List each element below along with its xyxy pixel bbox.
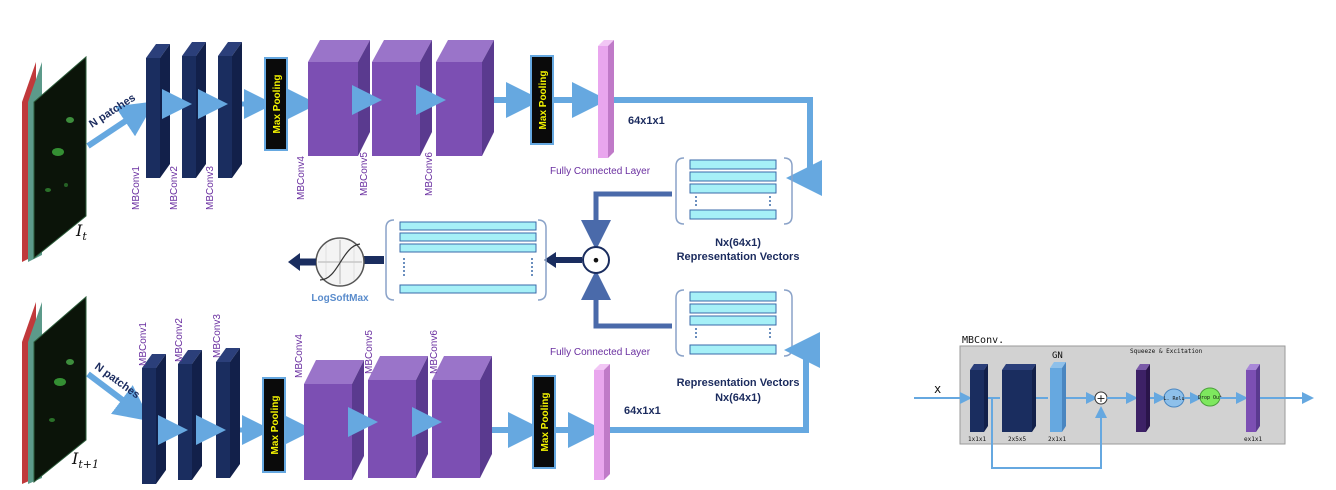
top-vectors-caption-line2: Representation Vectors — [677, 251, 800, 263]
inset-gn-label: GN — [1052, 351, 1063, 361]
mbconv-inset: MBConv. x GN + — [914, 335, 1314, 469]
logsoftmax-node — [315, 237, 365, 287]
bottom-mbconv-3 — [216, 348, 240, 478]
inset-dim-1: 1x1x1 — [968, 436, 986, 443]
bottom-mbconv-4 — [304, 360, 364, 480]
svg-text:Max Pooling: Max Pooling — [538, 71, 549, 130]
inset-skip-connection — [991, 398, 1107, 469]
bottom-frame-label: It+1 — [71, 449, 99, 471]
bottom-fc-connector — [610, 332, 820, 433]
top-vectors-caption-line1: Nx(64x1) — [715, 237, 761, 249]
top-max-pooling-1: Max Pooling — [264, 57, 288, 151]
bottom-max-pooling-2: Max Pooling — [532, 375, 556, 469]
logsoftmax-label: LogSoftMax — [311, 293, 369, 304]
svg-text:Max Pooling: Max Pooling — [272, 75, 283, 134]
bottom-mbconv-4-label: MBConv4 — [294, 334, 305, 378]
bottom-mbconv-6 — [432, 356, 492, 478]
bottom-mbconv-3-label: MBConv3 — [212, 314, 223, 358]
dot-product-node: • — [582, 246, 610, 274]
mbconv-inset-title: MBConv. — [962, 335, 1004, 346]
bottom-fc-label: Fully Connected Layer — [550, 347, 651, 358]
bottom-vectors-caption-line2: Nx(64x1) — [715, 392, 761, 404]
bottom-max-pooling-1: Max Pooling — [262, 377, 286, 473]
svg-text:Max Pooling: Max Pooling — [540, 393, 551, 452]
inset-conv-1x1 — [970, 364, 988, 432]
svg-text:Max Pooling: Max Pooling — [270, 396, 281, 455]
bottom-vectors-caption-line1: Representation Vectors — [677, 377, 800, 389]
inset-conv-5x5 — [1002, 364, 1036, 432]
inset-dim-4: ex1x1 — [1244, 436, 1262, 443]
bottom-mbconv-5-label: MBConv5 — [364, 330, 375, 374]
top-input-frames — [22, 55, 87, 262]
bottom-mbconv-1-label: MBConv1 — [138, 322, 149, 366]
output-vector-stack — [385, 219, 547, 301]
inset-gn-block — [1050, 362, 1066, 432]
bottom-mbconv-6-label: MBConv6 — [429, 330, 440, 374]
inset-dim-2: 2x5x5 — [1008, 436, 1026, 443]
bottom-mbconv-5 — [368, 356, 428, 478]
svg-text:Drop Out: Drop Out — [1198, 395, 1222, 401]
bottom-to-dot-connector — [581, 270, 672, 329]
top-branch: It N patches Max Pooling — [22, 40, 822, 262]
inset-add-node: + — [1094, 391, 1108, 405]
bottom-vector-stack — [675, 289, 793, 357]
top-mbconv-3-label: MBConv3 — [205, 166, 216, 210]
inset-squeeze-label: Squeeze & Excitation — [1130, 348, 1203, 355]
top-patches-label: N patches — [87, 92, 138, 131]
svg-text:•: • — [591, 251, 600, 270]
top-fc-label: Fully Connected Layer — [550, 166, 651, 177]
top-to-dot-connector — [581, 191, 672, 250]
inset-squeeze-excitation — [1136, 364, 1150, 432]
top-mbconv-2 — [182, 42, 206, 178]
bottom-input-frames — [22, 295, 87, 484]
bottom-fc-dim: 64x1x1 — [624, 405, 661, 417]
top-fc-connector — [614, 97, 822, 196]
bottom-mbconv-1 — [142, 354, 166, 484]
bottom-mbconv-2-label: MBConv2 — [174, 318, 185, 362]
top-mbconv-6 — [436, 40, 494, 156]
bottom-mbconv-2 — [178, 350, 202, 480]
top-mbconv-5-label: MBConv5 — [359, 152, 370, 196]
inset-output-block — [1246, 364, 1260, 432]
svg-text:+: + — [1096, 392, 1105, 405]
top-mbconv-3 — [218, 42, 242, 178]
top-max-pooling-2: Max Pooling — [530, 55, 554, 145]
bottom-patches-arrow — [86, 371, 151, 422]
top-mbconv-1-label: MBConv1 — [131, 166, 142, 210]
top-mbconv-1 — [146, 44, 170, 178]
mbconv-input-label: x — [934, 382, 941, 396]
inset-dim-3: 2x1x1 — [1048, 436, 1066, 443]
top-vector-stack — [675, 157, 793, 225]
top-fc-dim: 64x1x1 — [628, 115, 665, 127]
top-mbconv-2-label: MBConv2 — [169, 166, 180, 210]
bottom-branch: It+1 N patches Max Pooling — [22, 295, 820, 484]
top-patches-arrow — [86, 101, 155, 149]
top-frame-label: It — [75, 221, 87, 243]
top-fc-block — [598, 40, 614, 158]
top-mbconv-6-label: MBConv6 — [424, 152, 435, 196]
svg-text:L. Relu: L. Relu — [1163, 396, 1184, 402]
top-mbconv-4-label: MBConv4 — [296, 156, 307, 200]
top-mbconv-4 — [308, 40, 370, 156]
bottom-fc-block — [594, 364, 610, 480]
inset-leaky-relu: L. Relu — [1163, 388, 1185, 408]
